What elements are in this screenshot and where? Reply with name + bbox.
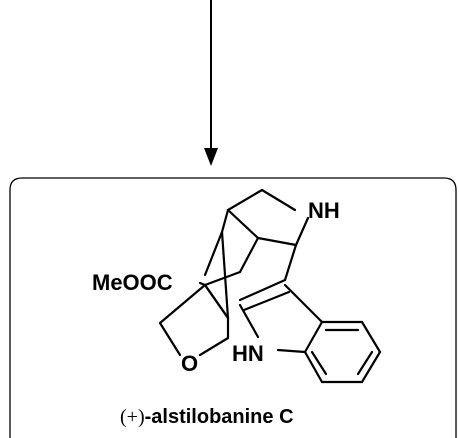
indole-nh-label: HN — [232, 341, 264, 366]
product-box — [9, 177, 457, 438]
ester-label: MeOOC — [92, 270, 173, 295]
oxygen-label: O — [181, 351, 198, 376]
caption-name: -alstilobanine C — [145, 406, 294, 428]
amine-nh-label: NH — [308, 198, 340, 223]
caption-prefix: (+) — [120, 406, 145, 428]
compound-caption: (+)-alstilobanine C — [120, 406, 294, 428]
molecule-structure — [158, 188, 382, 384]
reaction-arrow — [204, 0, 218, 166]
